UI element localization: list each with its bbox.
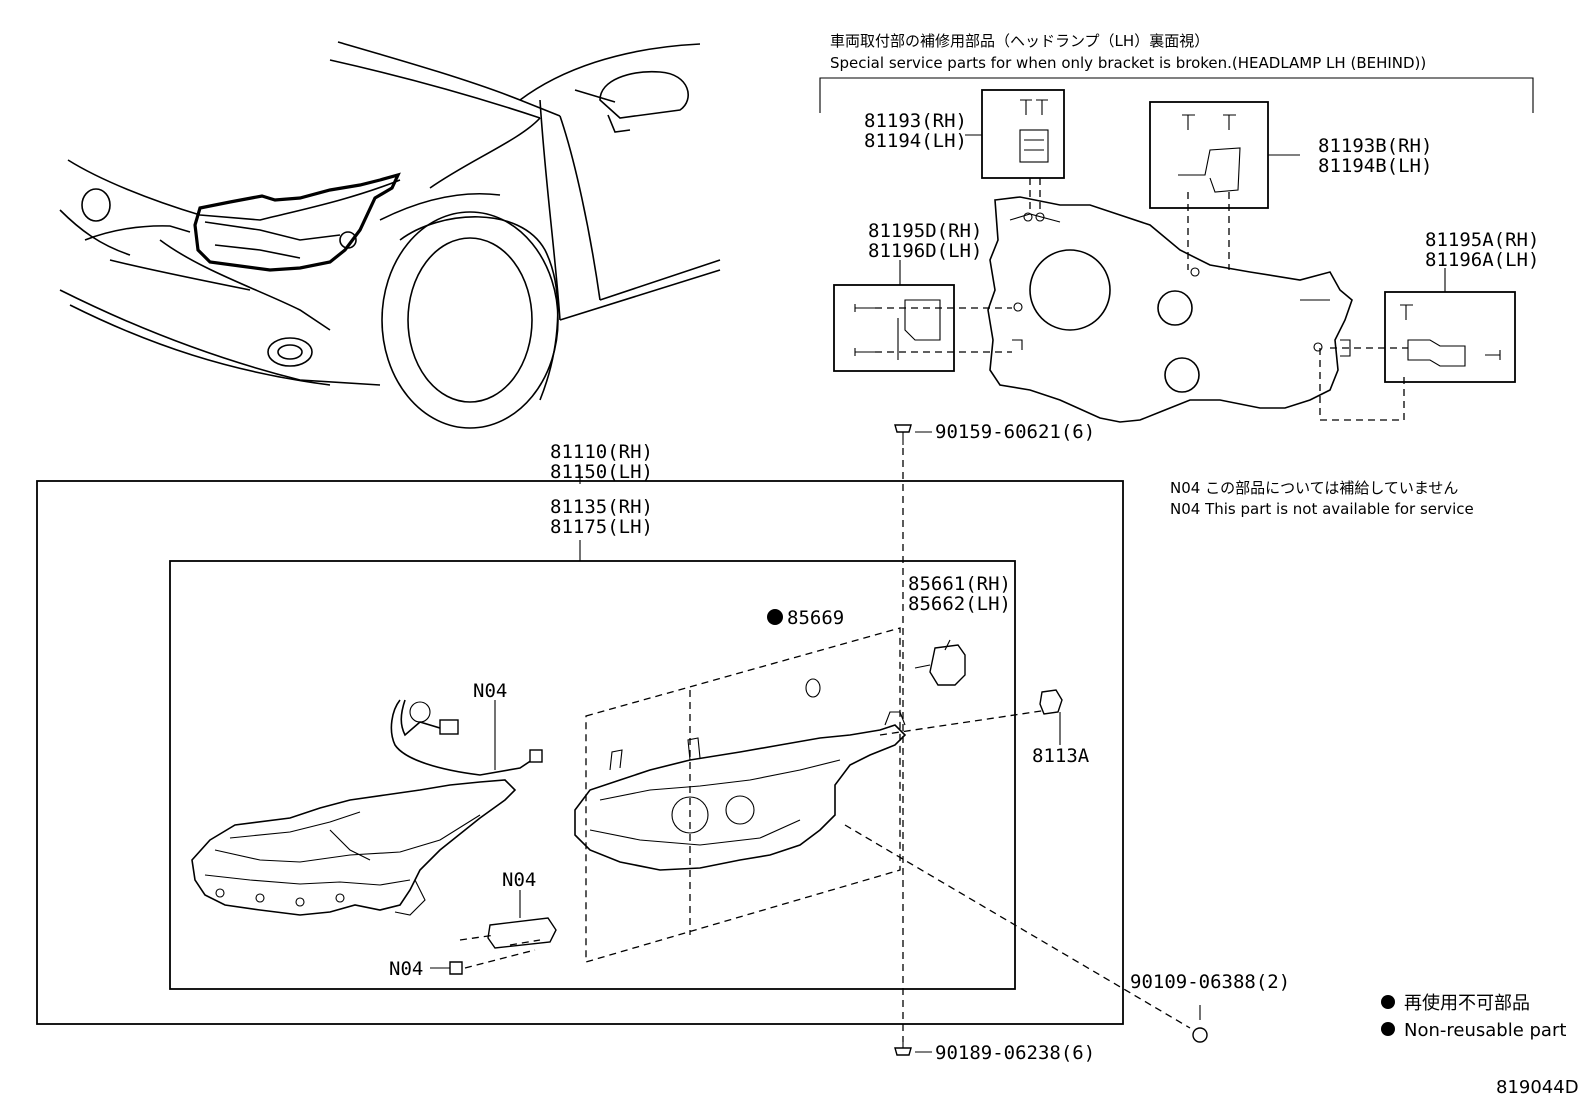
headlamp-back-view	[987, 196, 1353, 423]
label-81194-lh: 81194(LH)	[864, 130, 967, 152]
legend-dot-en	[1381, 1022, 1395, 1036]
label-81193b-rh: 81193B(RH)	[1318, 135, 1432, 157]
label-81110-rh: 81110(RH)	[550, 441, 653, 463]
part-81193-box	[965, 89, 1065, 210]
label-85662-lh: 85662(LH)	[908, 593, 1011, 615]
grommet-85669	[805, 678, 821, 698]
assembly-outer-box	[36, 480, 1124, 1025]
headlamp-front-view	[191, 779, 517, 916]
label-n04-harness: N04	[473, 680, 507, 702]
label-81196a-lh: 81196A(LH)	[1425, 249, 1539, 271]
jp-title: 車両取付部の補修用部品（ヘッドランプ（LH）裏面視）	[830, 32, 1209, 50]
label-85661-rh: 85661(RH)	[908, 573, 1011, 595]
explode-box-dashed	[585, 627, 901, 963]
label-81196d-lh: 81196D(LH)	[868, 240, 982, 262]
headlamp-angle-view	[574, 711, 907, 871]
label-81195a-rh: 81195A(RH)	[1425, 229, 1539, 251]
bolt-90159-icon	[894, 424, 932, 445]
label-n04-screw: N04	[389, 958, 423, 980]
bolt-90189-icon	[894, 1042, 932, 1056]
socket-8113a	[1039, 689, 1063, 745]
non-reusable-marker-85669	[767, 609, 783, 625]
leader-to-8113a-dashed	[879, 709, 1049, 736]
label-n04-module: N04	[502, 869, 536, 891]
part-81195a-box	[1319, 268, 1516, 421]
label-85669: 85669	[787, 607, 844, 629]
bracket-group-brace	[819, 77, 1534, 113]
nut-90109-icon	[1192, 1005, 1208, 1043]
label-81135-rh: 81135(RH)	[550, 496, 653, 518]
label-8113a: 8113A	[1032, 745, 1090, 767]
screw-n04-icon	[430, 949, 536, 975]
leader-to-90109-dashed	[844, 824, 1191, 1029]
legend-jp: 再使用不可部品	[1404, 993, 1530, 1014]
car-front-illustration	[59, 41, 721, 429]
leveling-motor-85661	[914, 639, 966, 686]
note-n04-en: N04 This part is not available for servi…	[1170, 500, 1474, 518]
part-81195d-box	[833, 260, 1012, 372]
en-title: Special service parts for when only brac…	[830, 54, 1426, 72]
label-90159: 90159-60621(6)	[935, 421, 1095, 443]
legend-en: Non-reusable part	[1404, 1020, 1566, 1041]
part-81193b-box	[1149, 101, 1300, 270]
note-n04-jp: N04 この部品については補給していません	[1170, 479, 1458, 497]
wiring-harness-n04	[390, 699, 543, 776]
label-90109: 90109-06388(2)	[1130, 971, 1290, 993]
label-81193-rh: 81193(RH)	[864, 110, 967, 132]
label-90189: 90189-06238(6)	[935, 1042, 1095, 1064]
legend-dot-jp	[1381, 995, 1395, 1009]
label-81175-lh: 81175(LH)	[550, 516, 653, 538]
assembly-inner-box	[169, 560, 1016, 990]
label-81194b-lh: 81194B(LH)	[1318, 155, 1432, 177]
module-n04	[459, 890, 557, 949]
label-81150-lh: 81150(LH)	[550, 461, 653, 483]
diagram-id: 819044D	[1496, 1077, 1579, 1098]
label-81195d-rh: 81195D(RH)	[868, 220, 982, 242]
